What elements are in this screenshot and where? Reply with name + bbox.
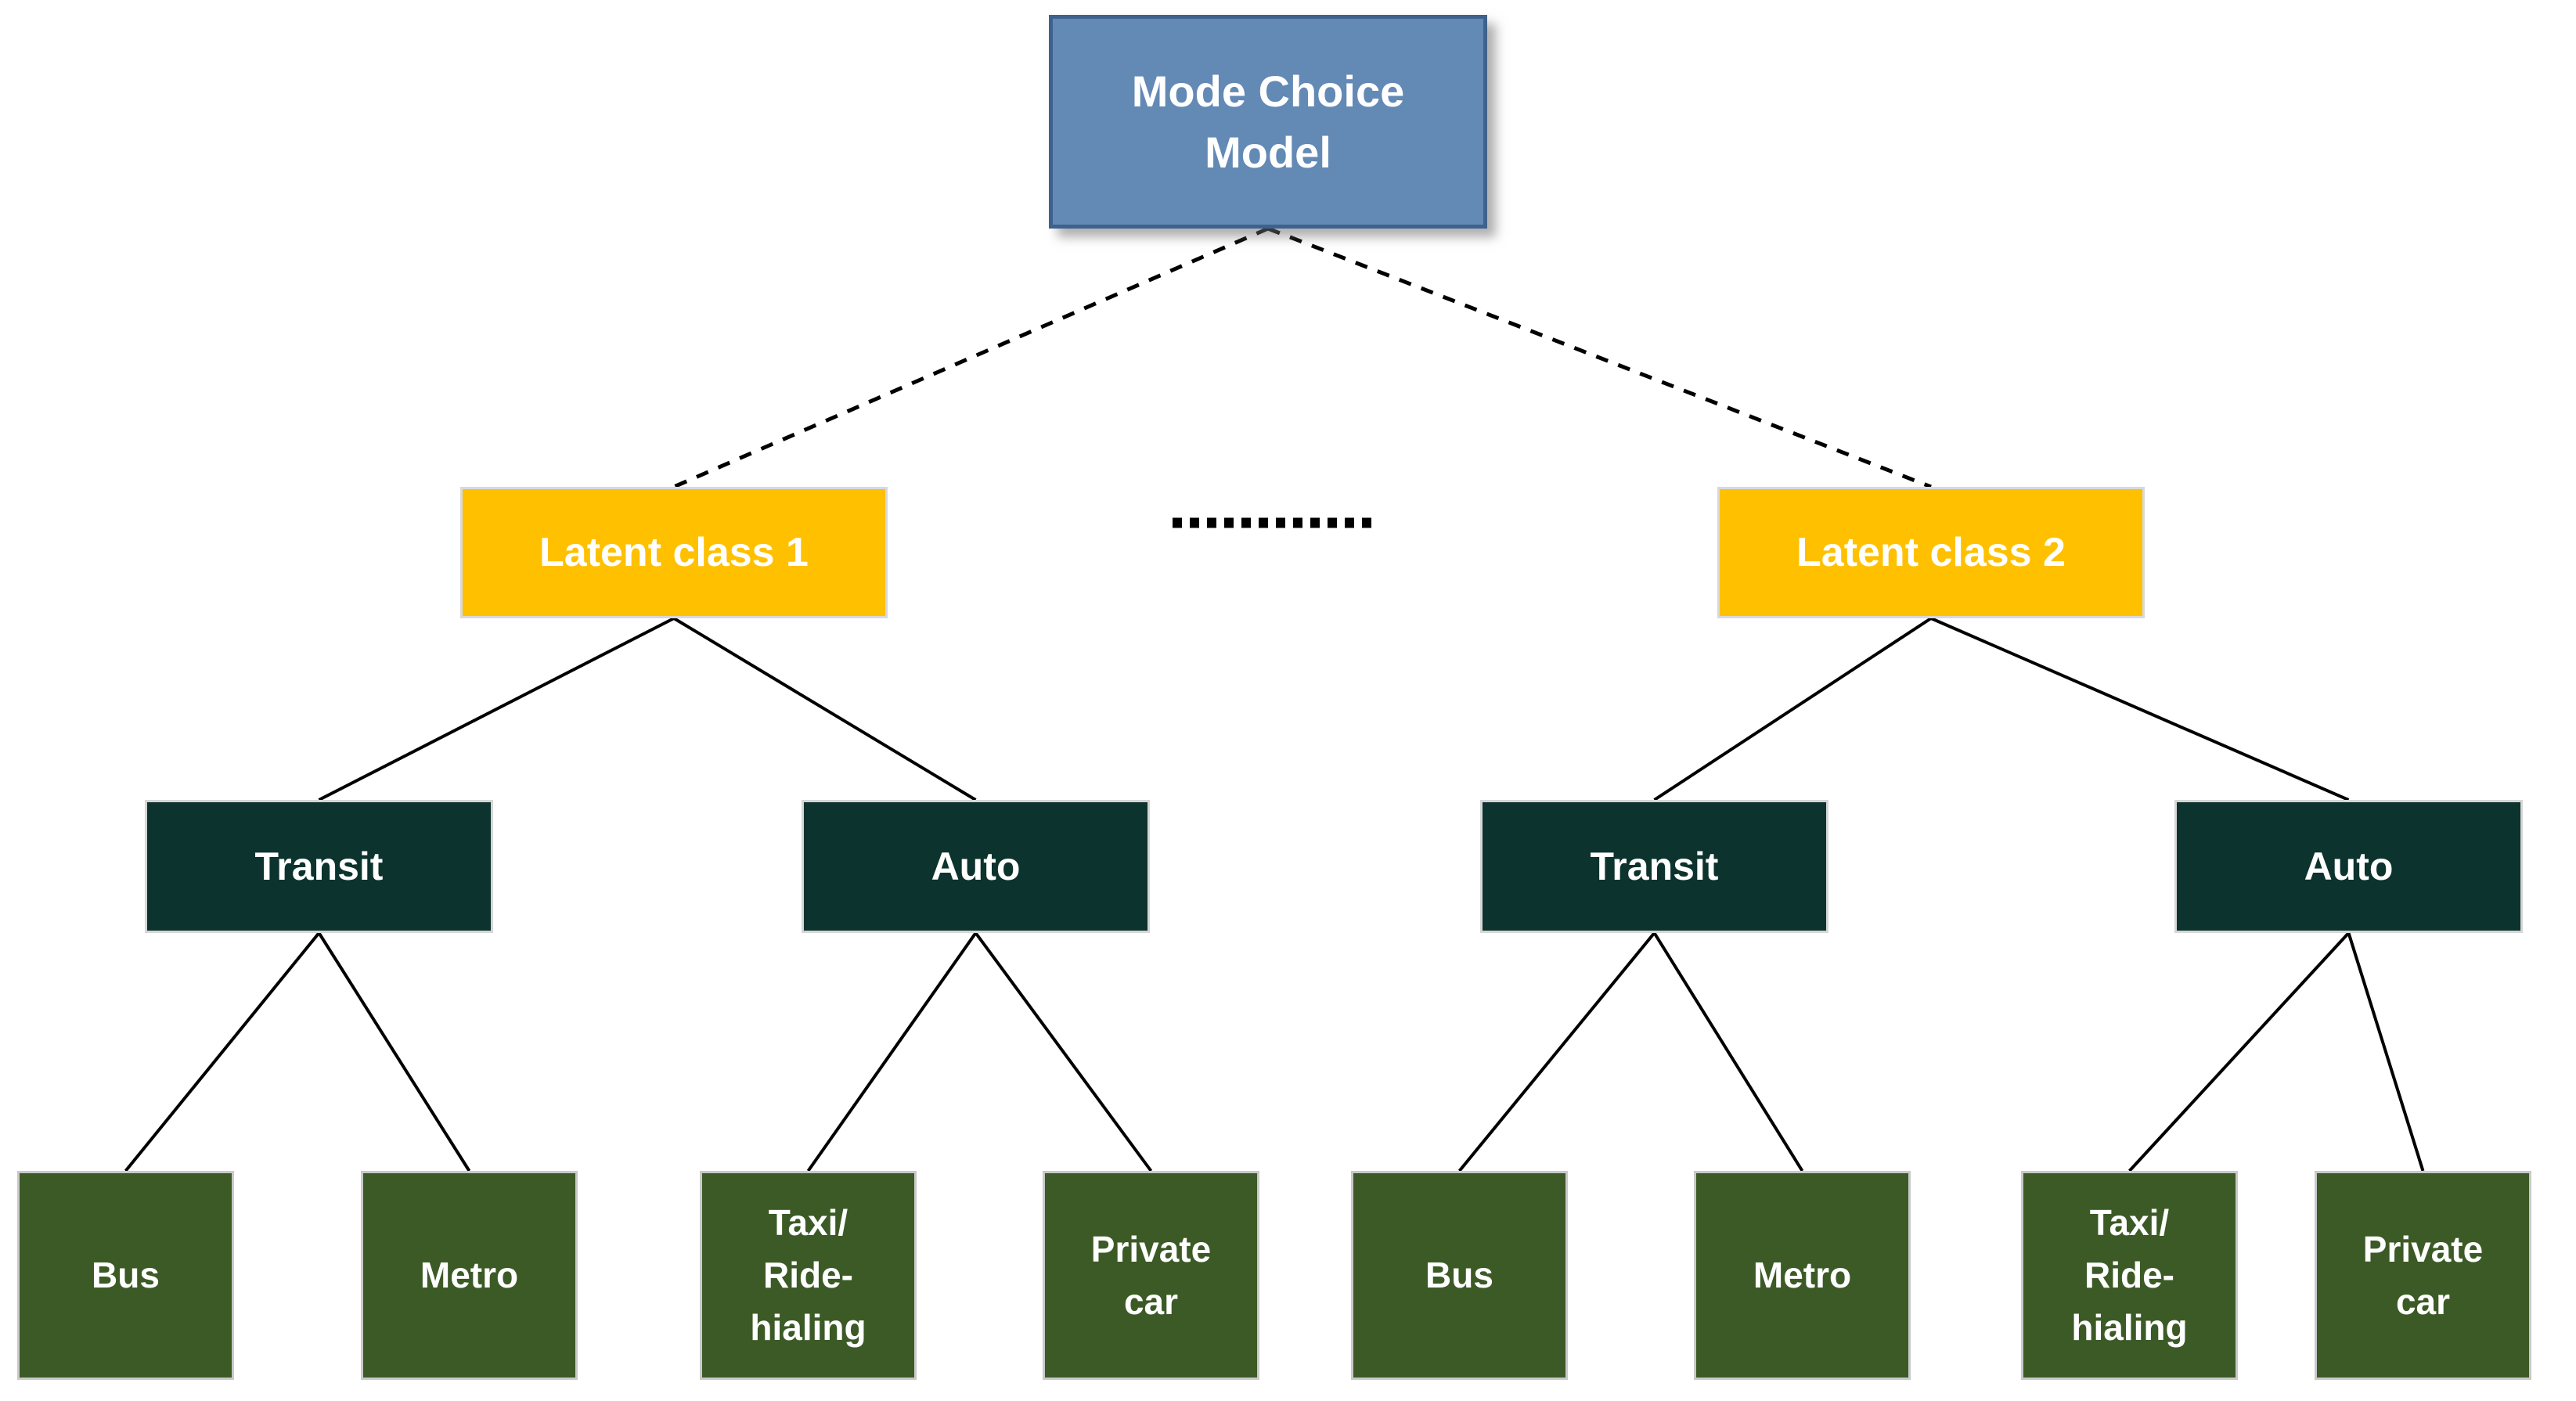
node-private-car-class2: Private car bbox=[2315, 1171, 2531, 1380]
edge-latent1-to-auto1 bbox=[672, 617, 977, 801]
node-metro-class1: Metro bbox=[361, 1171, 578, 1380]
node-private-car-class1: Private car bbox=[1043, 1171, 1259, 1380]
node-transit-class2: Transit bbox=[1480, 800, 1828, 933]
node-bus-class2: Bus bbox=[1351, 1171, 1568, 1380]
node-auto-class2: Auto bbox=[2174, 800, 2523, 933]
edge-transit1-to-bus1 bbox=[124, 931, 321, 1172]
node-metro-class2: Metro bbox=[1694, 1171, 1911, 1380]
node-bus-class1: Bus bbox=[17, 1171, 234, 1380]
node-taxi-ridehailing-class2: Taxi/ Ride- hialing bbox=[2021, 1171, 2238, 1380]
node-latent-class-1: Latent class 1 bbox=[460, 487, 888, 618]
node-mode-choice-model: Mode Choice Model bbox=[1049, 15, 1487, 229]
edge-transit2-to-bus2 bbox=[1457, 931, 1656, 1172]
edge-root-to-latent1 bbox=[673, 226, 1269, 489]
edge-auto2-to-car2 bbox=[2347, 932, 2425, 1172]
node-taxi-ridehailing-class1: Taxi/ Ride- hialing bbox=[700, 1171, 917, 1380]
edge-transit1-to-metro1 bbox=[317, 931, 471, 1172]
edge-auto1-to-taxi1 bbox=[806, 931, 978, 1172]
node-latent-class-2: Latent class 2 bbox=[1717, 487, 2145, 618]
edge-latent2-to-transit2 bbox=[1653, 617, 1933, 801]
edge-auto1-to-car1 bbox=[974, 931, 1153, 1172]
edge-transit2-to-metro2 bbox=[1652, 931, 1804, 1172]
node-transit-class1: Transit bbox=[145, 800, 493, 933]
node-auto-class1: Auto bbox=[802, 800, 1150, 933]
edge-root-to-latent2 bbox=[1267, 226, 1932, 489]
edge-latent2-to-auto2 bbox=[1930, 617, 2350, 801]
edge-auto2-to-taxi2 bbox=[2128, 931, 2350, 1172]
edge-latent1-to-transit1 bbox=[318, 617, 675, 801]
